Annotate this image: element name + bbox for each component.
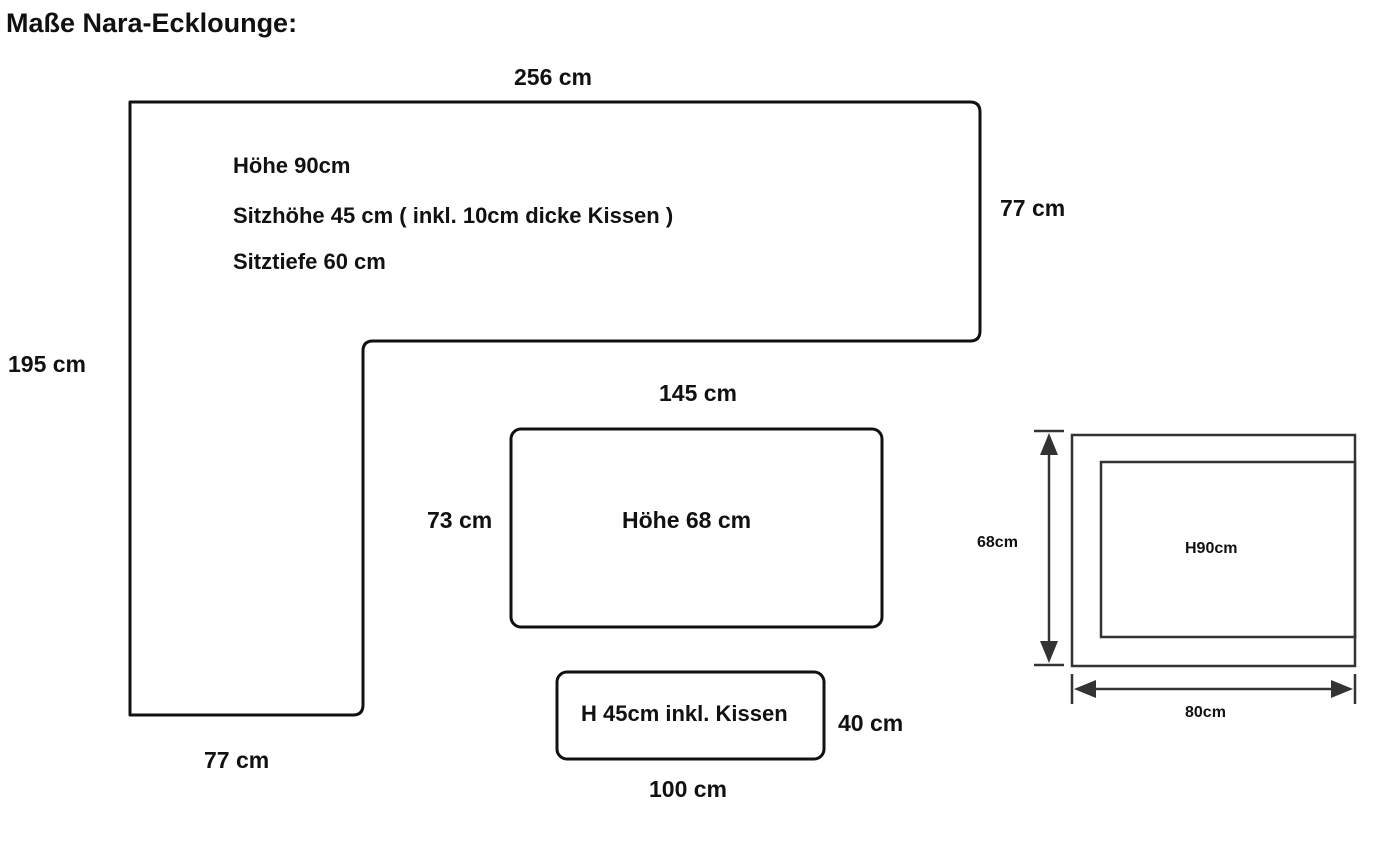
armchair-height-spec: H90cm [1185, 540, 1238, 557]
lounge-depth-right-label: 77 cm [1000, 195, 1066, 221]
stool-depth-label: 40 cm [838, 710, 904, 736]
table-height-label: Höhe 68 cm [622, 507, 752, 533]
lounge-seat-depth-spec: Sitztiefe 60 cm [233, 249, 386, 274]
armchair-width-label: 80cm [1185, 704, 1226, 721]
table-depth-label: 73 cm [427, 507, 493, 533]
armchair-height-label: 68cm [977, 534, 1018, 551]
lounge-depth-bottom-label: 77 cm [204, 747, 270, 773]
table-width-label: 145 cm [659, 380, 738, 406]
lounge-outline [128, 100, 982, 717]
lounge-height-spec: Höhe 90cm [233, 153, 351, 178]
page-title: Maße Nara-Ecklounge: [6, 8, 298, 38]
stool-width-label: 100 cm [649, 776, 728, 802]
stool-height-label: H 45cm inkl. Kissen [581, 701, 788, 726]
armchair-height-arrow [1034, 429, 1064, 667]
lounge-seat-height-spec: Sitzhöhe 45 cm ( inkl. 10cm dicke Kissen… [233, 203, 674, 228]
lounge-width-label: 256 cm [514, 64, 593, 90]
stool-outline [555, 670, 826, 761]
armchair-width-arrow [1070, 674, 1357, 704]
lounge-length-left-label: 195 cm [8, 351, 87, 377]
table-outline [509, 427, 884, 629]
armchair-inner [1099, 460, 1357, 639]
